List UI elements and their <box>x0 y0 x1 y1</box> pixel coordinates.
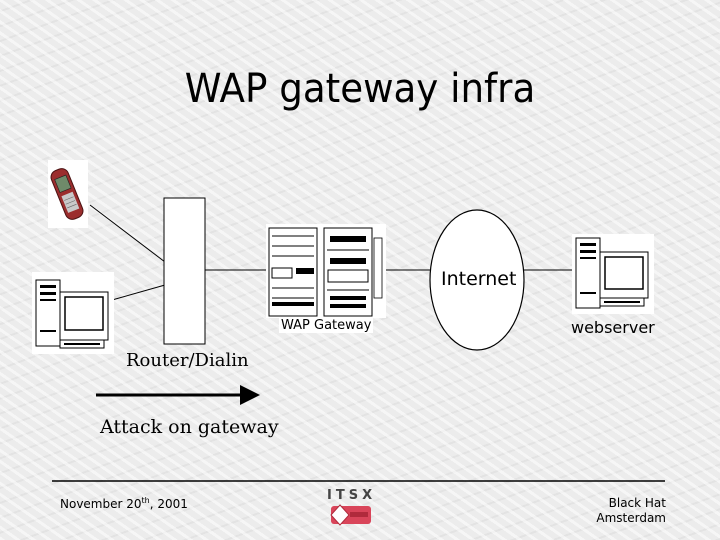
webserver-label: webserver <box>571 318 655 337</box>
slide-title: WAP gateway infra <box>184 66 536 112</box>
router-label: Router/Dialin <box>126 350 249 371</box>
attack-label: Attack on gateway <box>100 416 279 438</box>
footer-date: November 20th, 2001 <box>60 496 188 511</box>
footer-date-suffix: , 2001 <box>149 497 188 511</box>
footer-date-prefix: November 20 <box>60 497 142 511</box>
footer-event-line2: Amsterdam <box>596 511 666 525</box>
itsx-logo-mark <box>330 504 371 526</box>
link-pc-router <box>111 284 166 301</box>
webserver-pc-icon <box>572 234 654 314</box>
itsx-logo-text: ITSX <box>327 488 377 503</box>
internet-cloud <box>429 209 525 351</box>
router-box <box>163 197 206 345</box>
mobile-phone-icon <box>48 160 88 228</box>
internet-label: Internet <box>441 268 517 290</box>
desktop-pc-icon <box>32 272 114 354</box>
footer-event-line1: Black Hat <box>608 496 666 510</box>
footer-event: Black Hat Amsterdam <box>596 496 666 526</box>
link-phone-router <box>89 204 166 263</box>
footer-date-sup: th <box>141 496 150 505</box>
wap-gateway-label: WAP Gateway <box>279 318 374 333</box>
server-rack-icon <box>266 224 386 318</box>
attack-arrow-icon <box>96 385 260 405</box>
